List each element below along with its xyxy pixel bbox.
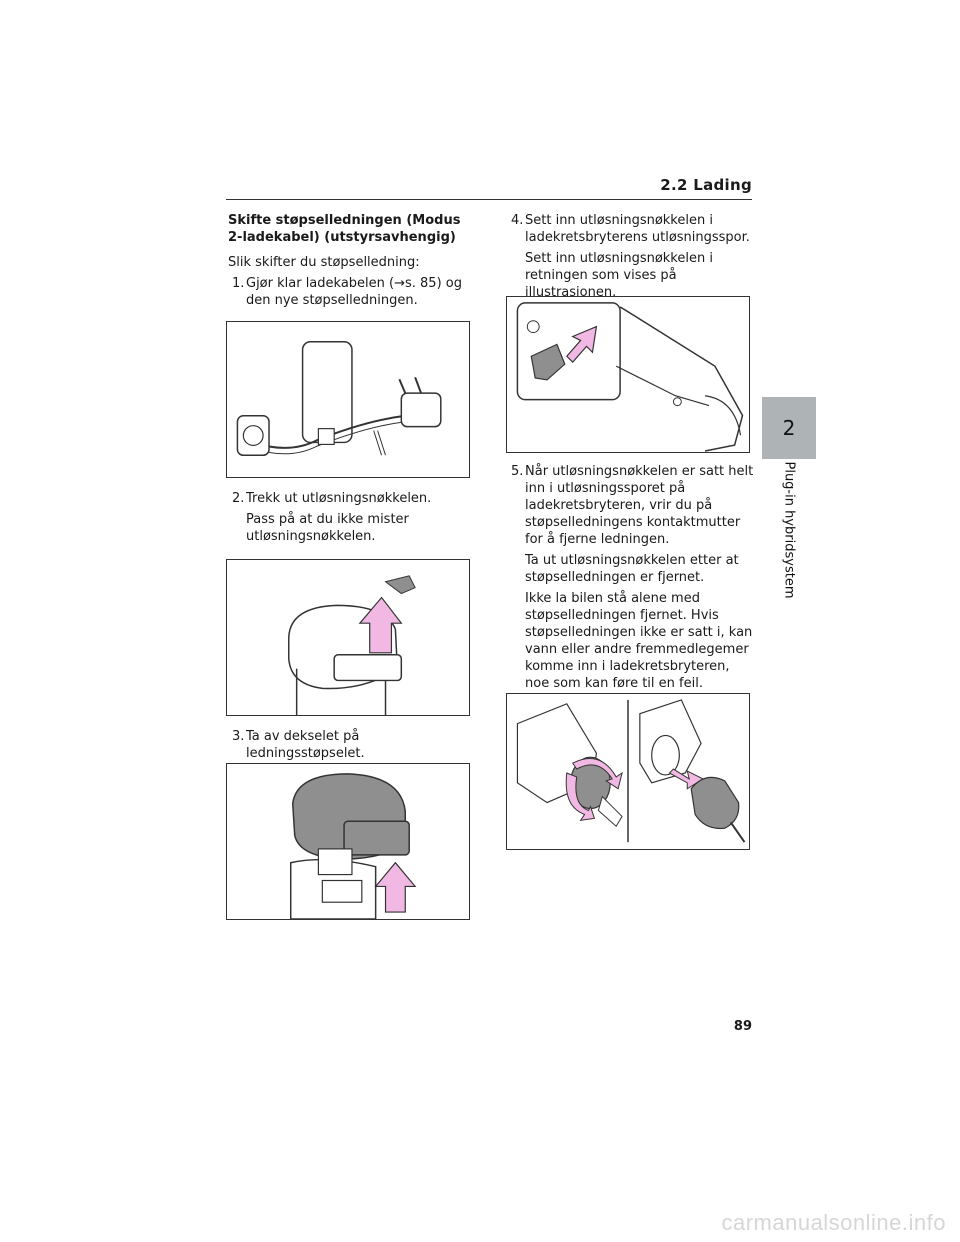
chapter-label-text: Plug-in hybridsystem	[781, 461, 797, 599]
chapter-number: 2	[782, 416, 796, 440]
step-2-note: Pass på at du ikke mister utløsningsnøkk…	[246, 512, 409, 544]
step-number: 2.	[232, 491, 245, 506]
step-5-note-1: Ta ut utløsningsnøkkelen etter at støpse…	[525, 553, 739, 585]
step-5-note-2: Ikke la bilen stå alene med støpselledni…	[525, 591, 753, 691]
insert-key-illustration	[516, 302, 744, 452]
section-heading: Skifte støpselledningen (Modus 2-ladekab…	[228, 213, 461, 245]
right-text-column: 4. Sett inn utløsningsnøkkelen i ladekre…	[507, 212, 755, 305]
cable-plug-illustration	[236, 341, 442, 457]
pink-arrow-icon	[358, 596, 403, 654]
header-rule	[226, 199, 752, 200]
chapter-tab: 2	[762, 397, 816, 459]
step-text: Sett inn utløsningsnøkkelen i ladekretsb…	[525, 213, 750, 245]
release-key-illustration	[288, 575, 416, 715]
figure-cable-and-plug	[226, 321, 470, 478]
step-number: 4.	[511, 213, 524, 228]
step-text: Trekk ut utløsningsnøkkelen.	[246, 491, 432, 506]
step-number: 5.	[511, 464, 524, 479]
page-number: 89	[733, 1019, 752, 1034]
figure-rotate-remove	[506, 693, 750, 850]
step-3: 3. Ta av dekselet på ledningsstøpselet.	[228, 728, 472, 762]
step-text: Når utløsningsnøkkelen er satt helt inn …	[525, 464, 754, 547]
step-1: 1. Gjør klar ladekabelen (→s. 85) og den…	[228, 275, 472, 309]
step-5-block: 5. Når utløsningsnøkkelen er satt helt i…	[507, 463, 755, 696]
step-4: 4. Sett inn utløsningsnøkkelen i ladekre…	[507, 212, 755, 246]
rotate-arrow-icon	[571, 758, 623, 790]
step-number: 1.	[232, 276, 245, 291]
cover-removal-illustration	[289, 773, 417, 919]
step-text: Ta av dekselet på ledningsstøpselet.	[246, 729, 365, 761]
watermark: carmanualsonline.info	[721, 1210, 946, 1235]
pink-arrow-icon	[374, 861, 417, 913]
step-3-block: 3. Ta av dekselet på ledningsstøpselet.	[228, 728, 472, 766]
step-2-block: 2. Trekk ut utløsningsnøkkelen. Pass på …	[228, 490, 472, 549]
step-2: 2. Trekk ut utløsningsnøkkelen.	[228, 490, 472, 507]
step-4-note: Sett inn utløsningsnøkkelen i retningen …	[525, 251, 713, 300]
figure-release-key	[226, 559, 470, 716]
intro-text: Slik skifter du støpselledning:	[228, 255, 420, 270]
step-5: 5. Når utløsningsnøkkelen er satt helt i…	[507, 463, 755, 548]
pink-arrow-icon	[565, 325, 598, 364]
figure-insert-key	[506, 296, 750, 453]
step-text: Gjør klar ladekabelen (→s. 85) og den ny…	[246, 276, 462, 308]
rotate-remove-illustration	[516, 699, 746, 843]
section-header-title: 2.2 Lading	[660, 176, 752, 194]
step-number: 3.	[232, 729, 245, 744]
left-text-column: Skifte støpselledningen (Modus 2-ladekab…	[228, 212, 472, 313]
figure-cover-removal	[226, 763, 470, 920]
